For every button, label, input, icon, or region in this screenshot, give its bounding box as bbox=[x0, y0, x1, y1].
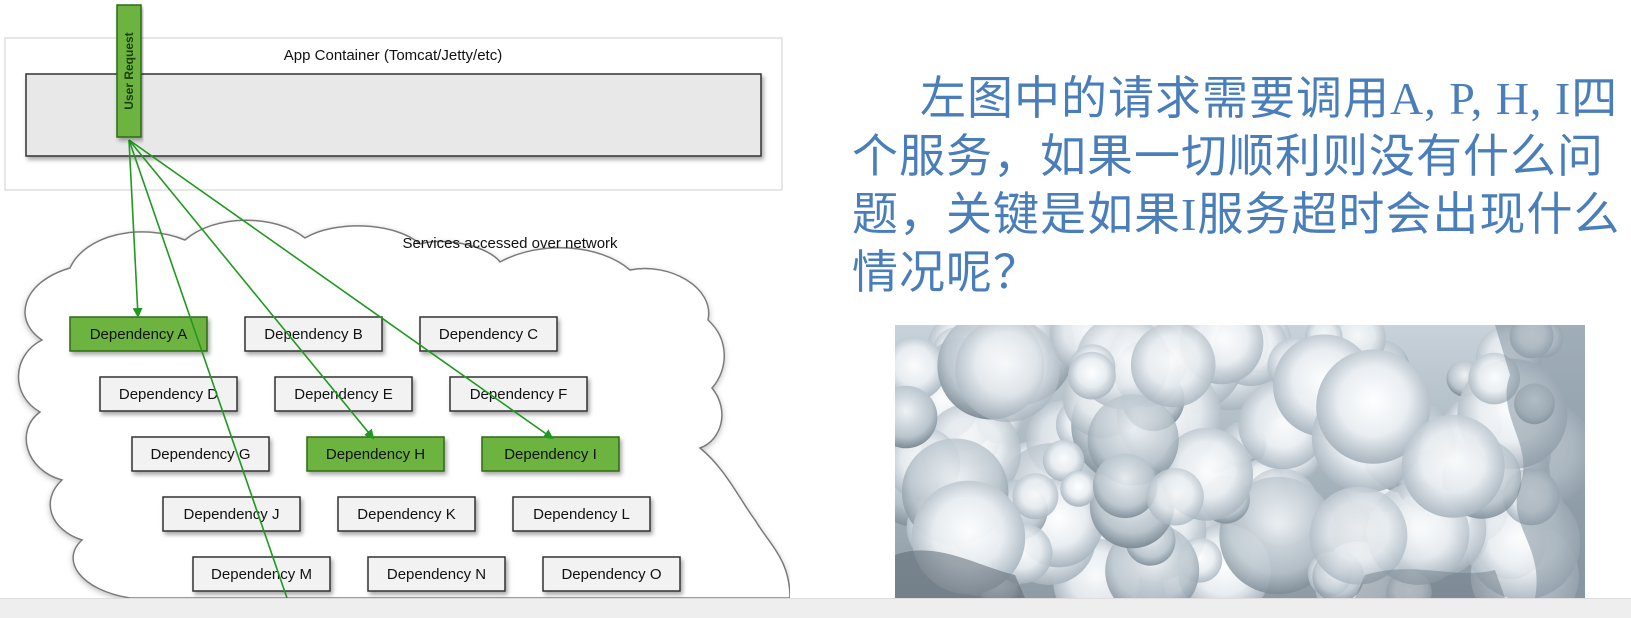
caption-text: 左图中的请求需要调用A, P, H, I四个服务，如果一切顺利则没有什么问题，关… bbox=[852, 73, 1621, 298]
dependency-label: Dependency K bbox=[357, 506, 455, 523]
dependency-box-o: Dependency O bbox=[542, 556, 681, 592]
dependency-label: Dependency A bbox=[90, 326, 188, 343]
dependency-rect bbox=[367, 556, 506, 592]
avalanche-photo bbox=[895, 325, 1585, 598]
arrow-to-dependency-h bbox=[128, 139, 375, 440]
arrow-to-dependency-i bbox=[128, 139, 554, 440]
dependency-rect bbox=[419, 316, 558, 352]
dependency-rect bbox=[274, 376, 413, 412]
dependency-box-j: Dependency J bbox=[162, 496, 301, 532]
dependency-rect bbox=[192, 556, 331, 592]
user-request-label: User Request bbox=[122, 32, 136, 109]
dependency-label: Dependency E bbox=[294, 386, 392, 403]
dependency-label: Dependency G bbox=[150, 446, 250, 463]
dependency-box-l: Dependency L bbox=[512, 496, 651, 532]
arrow-to-dependency-a bbox=[128, 139, 143, 318]
app-container-label: App Container (Tomcat/Jetty/etc) bbox=[284, 47, 502, 64]
dependency-label: Dependency O bbox=[561, 566, 661, 583]
bottom-bar bbox=[0, 598, 1631, 618]
dependency-box-n: Dependency N bbox=[367, 556, 506, 592]
dependency-box-e: Dependency E bbox=[274, 376, 413, 412]
dependency-label: Dependency B bbox=[264, 326, 362, 343]
dependency-box-a: Dependency A bbox=[69, 316, 208, 352]
dependency-rect bbox=[512, 496, 651, 532]
dependency-rect bbox=[449, 376, 588, 412]
dependency-label: Dependency C bbox=[439, 326, 538, 343]
dependency-label: Dependency M bbox=[211, 566, 312, 583]
dependency-label: Dependency I bbox=[504, 446, 597, 463]
dependency-box-i: Dependency I bbox=[481, 436, 620, 472]
dependency-rect bbox=[337, 496, 476, 532]
dependency-rect bbox=[542, 556, 681, 592]
dependency-rect bbox=[131, 436, 270, 472]
dependency-label: Dependency J bbox=[184, 506, 280, 523]
dependency-box-f: Dependency F bbox=[449, 376, 588, 412]
dependency-box-b: Dependency B bbox=[244, 316, 383, 352]
dependency-rect bbox=[99, 376, 238, 412]
dependency-rect bbox=[69, 316, 208, 352]
architecture-diagram: App Container (Tomcat/Jetty/etc) Service… bbox=[0, 0, 790, 598]
dependency-box-h: Dependency H bbox=[306, 436, 445, 472]
dependency-box-k: Dependency K bbox=[337, 496, 476, 532]
slide: App Container (Tomcat/Jetty/etc) Service… bbox=[0, 0, 1621, 598]
dependency-label: Dependency L bbox=[533, 506, 630, 523]
dependency-box-g: Dependency G bbox=[131, 436, 270, 472]
dependency-rect bbox=[162, 496, 301, 532]
diagram-svg: App Container (Tomcat/Jetty/etc) Service… bbox=[4, 4, 790, 598]
app-container-box bbox=[25, 73, 762, 157]
dependency-label: Dependency N bbox=[387, 566, 486, 583]
dependency-box-m: Dependency M bbox=[192, 556, 331, 592]
network-label: Services accessed over network bbox=[402, 235, 618, 252]
dependency-label: Dependency F bbox=[470, 386, 568, 403]
dependency-box-d: Dependency D bbox=[99, 376, 238, 412]
dependency-label: Dependency H bbox=[326, 446, 425, 463]
dependency-box-c: Dependency C bbox=[419, 316, 558, 352]
arrow-to-offscreen-dependency bbox=[128, 139, 288, 598]
dependency-rect bbox=[244, 316, 383, 352]
user-request-bar bbox=[116, 4, 142, 138]
dependency-label: Dependency D bbox=[119, 386, 218, 403]
dependency-rect bbox=[306, 436, 445, 472]
avalanche-image bbox=[895, 325, 1585, 598]
dependency-boxes: Dependency A Dependency B Dependency C Depe… bbox=[69, 316, 681, 592]
